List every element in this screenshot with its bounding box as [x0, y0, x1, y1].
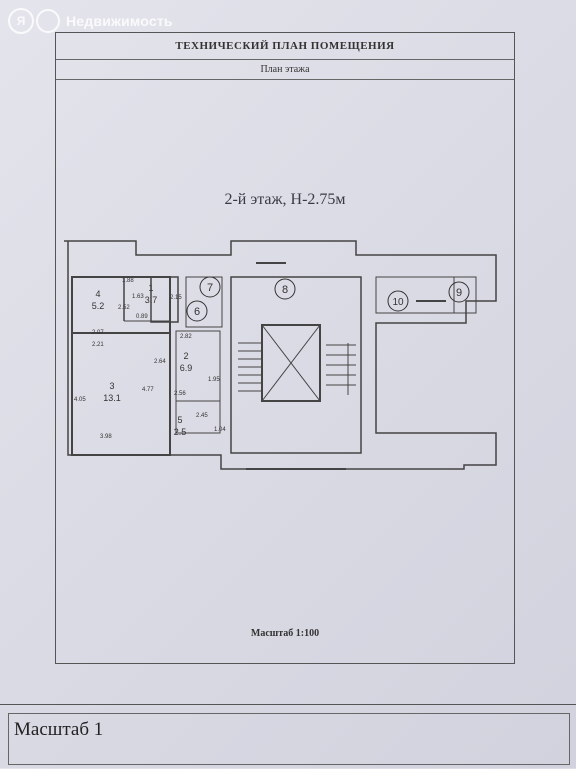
room-number: 2 — [183, 351, 188, 361]
dimension-label: 2.52 — [118, 305, 130, 311]
watermark: Я Недвижимость — [8, 8, 173, 34]
dimension-label: 3.98 — [100, 434, 112, 440]
room-area: 3.7 — [145, 295, 158, 305]
room-number: 4 — [95, 289, 100, 299]
dimension-label: 2.21 — [92, 342, 104, 348]
dimension-label: 4.05 — [74, 397, 86, 403]
room-area: 6.9 — [180, 363, 193, 373]
footer-box — [8, 713, 570, 765]
document-subtitle: План этажа — [56, 59, 514, 80]
dimension-label: 1.04 — [214, 427, 226, 433]
dimension-label: 1.88 — [122, 278, 134, 284]
room-number: 5 — [177, 415, 182, 425]
circled-number: 9 — [456, 287, 462, 299]
room-number: 3 — [109, 381, 114, 391]
watermark-brand: Недвижимость — [66, 13, 173, 29]
dimension-label: 2.56 — [174, 391, 186, 397]
watermark-logo-ring — [36, 9, 60, 33]
footer-frame: Масштаб 1 — [0, 704, 576, 769]
dimension-label: 4.77 — [142, 387, 154, 393]
room-area: 5.2 — [92, 301, 105, 311]
room-area: 2.5 — [174, 427, 187, 437]
dimension-label: 2.82 — [180, 334, 192, 340]
circled-labels: 7 8 6 10 9 — [186, 276, 470, 322]
dimension-label: 2.64 — [154, 359, 166, 365]
floor-title: 2-й этаж, Н-2.75м — [224, 191, 346, 208]
watermark-logo: Я — [8, 8, 34, 34]
document-title: ТЕХНИЧЕСКИЙ ПЛАН ПОМЕЩЕНИЯ — [56, 33, 514, 60]
room-area: 13.1 — [103, 393, 121, 403]
circled-number: 6 — [194, 306, 200, 318]
plan-scale: Масштаб 1:100 — [250, 628, 320, 639]
circled-number: 7 — [207, 282, 213, 294]
floor-plan: 7 8 6 10 9 4 5.2 1 3.7 2 6.9 3 13.1 5 2.… — [64, 240, 497, 470]
dimension-label: 2.15 — [170, 295, 182, 301]
document-sheet: ТЕХНИЧЕСКИЙ ПЛАН ПОМЕЩЕНИЯ План этажа 2-… — [55, 32, 515, 664]
dimension-label: 2.45 — [196, 413, 208, 419]
dimension-label: 2.07 — [92, 330, 104, 336]
dimension-label: 1.63 — [132, 294, 144, 300]
circled-number: 10 — [392, 297, 404, 308]
dimension-label: 0.89 — [136, 314, 148, 320]
footer-scale: Масштаб 1 — [14, 719, 104, 740]
circled-number: 8 — [282, 284, 288, 296]
room-number: 1 — [148, 283, 153, 293]
dimension-label: 1.95 — [208, 377, 220, 383]
